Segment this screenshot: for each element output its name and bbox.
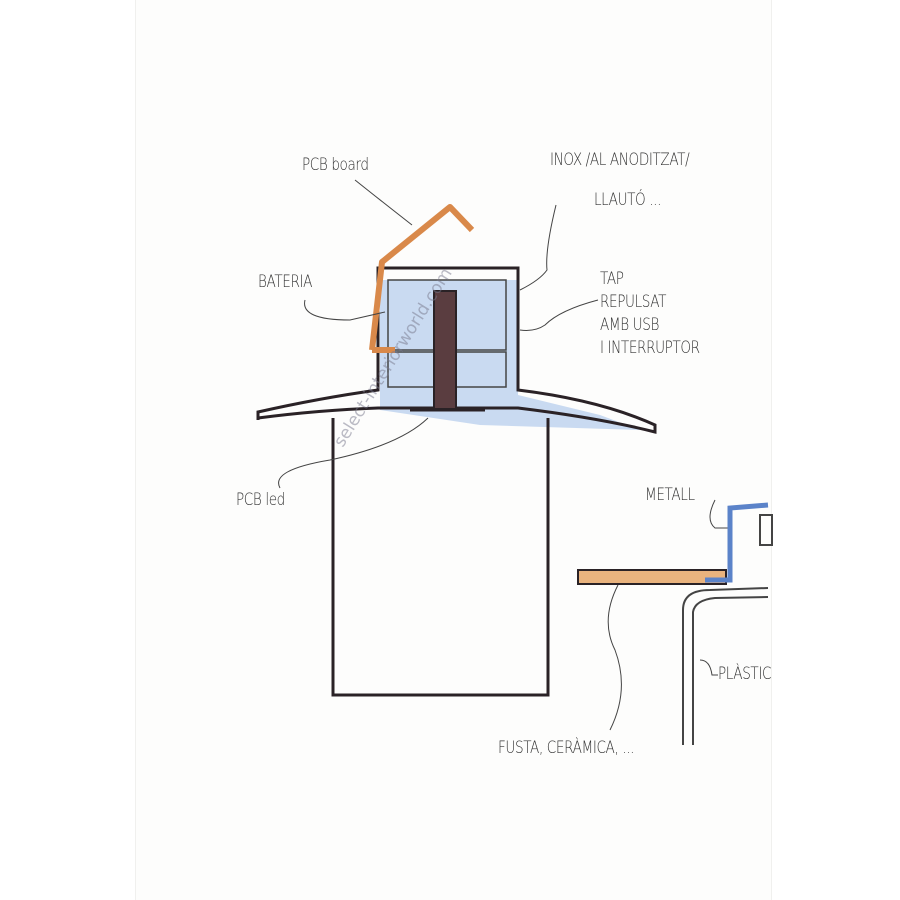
label-tap-line: TAP: [600, 269, 624, 289]
lamp-body: [331, 418, 550, 697]
plastic-housing: [682, 587, 769, 745]
label-bateria: BATERIA: [258, 272, 313, 292]
label-tap: TAP REPULSAT AMB USB I INTERRUPTOR: [600, 268, 700, 360]
wood-top: [577, 569, 727, 585]
label-material-2: LLAUTÓ ...: [594, 190, 662, 210]
paper-sheet: [135, 0, 772, 900]
lamp-shade: [256, 266, 657, 434]
label-tap-line: AMB USB: [600, 315, 659, 335]
label-tap-line: REPULSAT: [600, 292, 667, 312]
label-material-1: INOX /AL ANODITZAT/: [550, 150, 690, 170]
label-pcb-board: PCB board: [302, 155, 369, 175]
pcb-board: [369, 204, 475, 351]
label-tap-line: I INTERRUPTOR: [600, 338, 700, 358]
label-plastic: PLÀSTIC: [718, 664, 772, 684]
metal-bracket: [705, 502, 769, 583]
label-pcb-led: PCB led: [236, 490, 285, 510]
battery: [433, 290, 457, 410]
label-fusta: FUSTA, CERÀMICA, ...: [498, 738, 635, 758]
label-metall: METALL: [645, 485, 695, 505]
